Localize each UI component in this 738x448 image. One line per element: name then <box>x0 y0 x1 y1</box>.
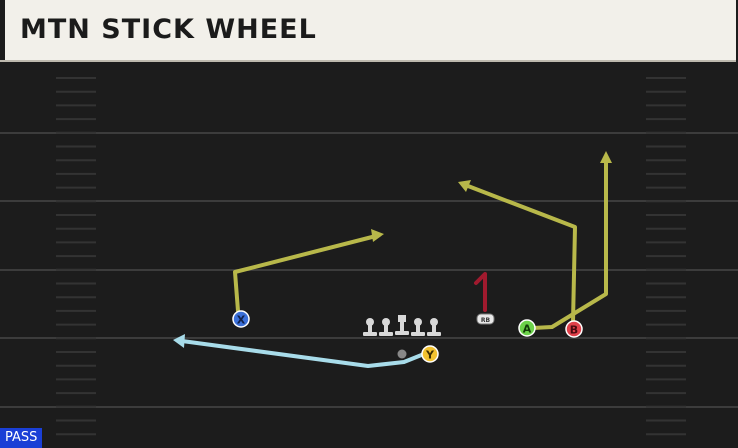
title-accent <box>0 0 5 60</box>
player-a-label: A <box>523 323 532 336</box>
player-rb-label: RB <box>481 317 491 324</box>
player-b-label: B <box>570 324 578 337</box>
player-b[interactable]: B <box>565 320 583 338</box>
player-y-label: Y <box>425 349 435 362</box>
yard-lines <box>0 132 738 408</box>
player-x-label: X <box>237 314 246 327</box>
play-title: MTN STICK WHEEL <box>20 14 317 45</box>
route-y <box>180 339 426 368</box>
route-a <box>531 158 608 330</box>
offensive-line <box>363 315 441 336</box>
route-b <box>466 184 577 324</box>
route-b-arrowhead <box>458 180 471 192</box>
route-x-arrowhead <box>371 229 384 242</box>
player-rb[interactable]: RB <box>476 313 495 325</box>
play-title-bar: MTN STICK WHEEL <box>0 0 736 62</box>
player-x[interactable]: X <box>232 310 250 328</box>
player-y[interactable]: Y <box>421 345 439 363</box>
player-a[interactable]: A <box>518 319 536 337</box>
center <box>395 315 409 335</box>
lineman-4 <box>411 318 425 336</box>
lineman-1 <box>363 318 377 336</box>
lineman-2 <box>379 318 393 336</box>
route-y-arrowhead <box>173 334 185 348</box>
play-type-badge: PASS <box>0 428 43 448</box>
lineman-5 <box>427 318 441 336</box>
hash-marks <box>56 77 686 436</box>
route-a-arrowhead <box>600 151 612 163</box>
qb-marker <box>397 349 407 359</box>
route-x <box>233 234 378 313</box>
route-rb <box>474 272 487 312</box>
